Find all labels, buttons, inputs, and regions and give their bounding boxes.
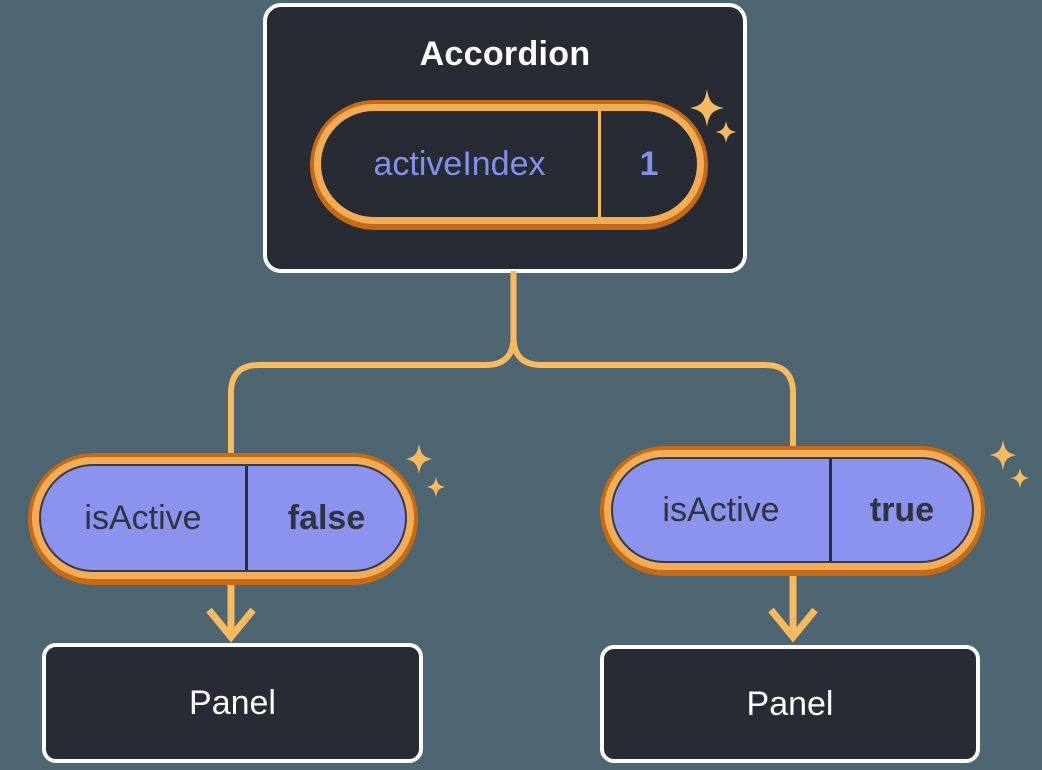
sparkle-icon [405,443,446,498]
state-value-label: 1 [639,144,659,183]
arrow-down-left-icon [206,583,256,643]
arrow-down-right-icon [768,576,818,643]
state-name-label: activeIndex [373,144,546,183]
prop-value-label: false [287,498,366,537]
pill-divider [245,466,248,570]
prop-value-segment: true [832,459,972,561]
panel-box-left: Panel [42,643,423,763]
prop-name-segment: isActive [613,459,829,561]
sparkle-icon [989,439,1030,489]
panel-label: Panel [189,683,276,722]
prop-name-label: isActive [662,490,780,529]
prop-value-segment: false [248,466,405,570]
prop-name-label: isActive [84,498,202,537]
state-value-segment: 1 [601,111,697,217]
prop-pill-core: isActive false [39,464,407,572]
panel-box-right: Panel [600,645,980,763]
state-pill-ring: activeIndex 1 [314,104,704,224]
state-pill-activeindex: activeIndex 1 [310,100,708,230]
pill-divider [829,459,832,561]
prop-pill-core: isActive true [611,457,974,563]
state-pill-core: activeIndex 1 [321,111,697,217]
prop-pill-left: isActive false [28,453,418,585]
branch-line-left [228,271,517,456]
accordion-title: Accordion [419,35,591,73]
panel-label: Panel [746,684,834,723]
pill-divider [598,111,601,217]
prop-name-segment: isActive [41,466,245,570]
prop-value-label: true [869,490,935,529]
state-name-segment: activeIndex [321,111,598,217]
prop-pill-ring: isActive false [32,457,414,579]
prop-pill-ring: isActive true [604,450,981,570]
branch-line-right [510,336,796,450]
prop-pill-right: isActive true [600,446,985,576]
